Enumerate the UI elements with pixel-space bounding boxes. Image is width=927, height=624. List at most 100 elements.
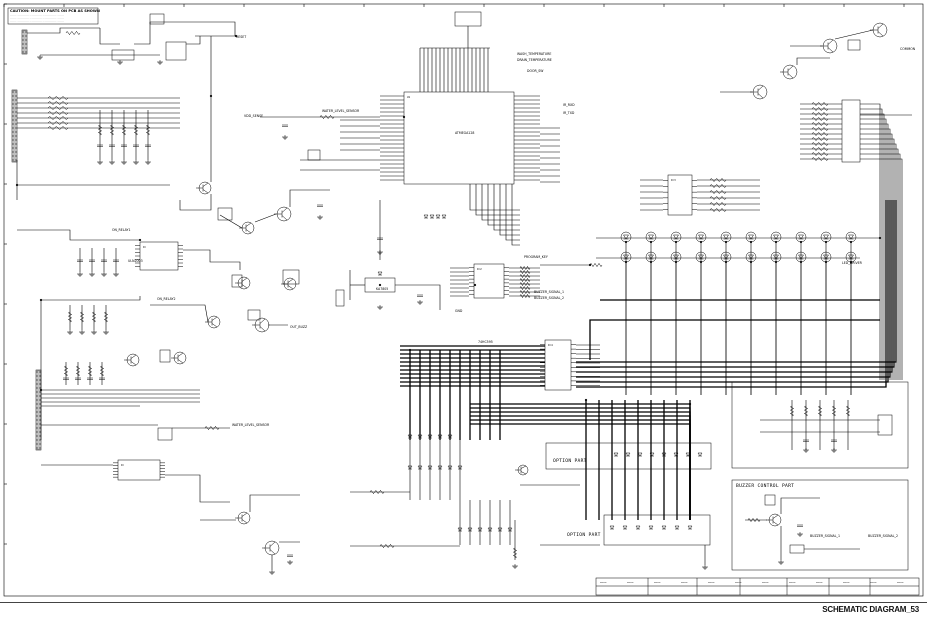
junction-dot — [649, 260, 653, 264]
connector-pin — [36, 434, 41, 438]
transistor-icon — [202, 182, 209, 187]
right-drive — [834, 29, 874, 40]
transistor-icon — [245, 222, 252, 227]
diode-icon — [687, 525, 693, 530]
junction-dot — [674, 260, 678, 264]
resistor-icon — [145, 124, 151, 136]
junction-dot — [39, 298, 43, 302]
diode-icon — [674, 525, 680, 530]
junction-dot — [688, 402, 692, 406]
resistor-icon — [519, 265, 531, 271]
resistor-icon — [811, 132, 829, 136]
junction-dot — [724, 260, 728, 264]
label-gnd: GND — [455, 309, 463, 313]
footer-rule — [0, 602, 927, 603]
led-icon — [695, 231, 707, 243]
led-icon — [773, 254, 779, 260]
led-icon — [673, 234, 679, 240]
resistor-icon — [47, 96, 69, 100]
reset-wire — [99, 28, 120, 45]
junction-dot — [749, 260, 753, 264]
title-cell-text: xxxxxx — [897, 582, 904, 584]
resistor-icon — [811, 102, 829, 106]
label-relay2: ON_RELAY2 — [157, 297, 175, 301]
right-riser — [860, 133, 893, 380]
label-water-level-2: WATER_LEVEL_SENSOR — [232, 423, 270, 427]
label-common: COMMON — [900, 47, 916, 51]
right-riser — [860, 103, 881, 380]
resistor-icon — [519, 269, 531, 275]
resistor-icon — [709, 202, 727, 206]
mcu-bottom-wire — [475, 184, 520, 216]
connector-pin — [22, 34, 27, 38]
cn-left-lower — [35, 369, 42, 451]
title-block — [595, 577, 920, 596]
connector-pin — [12, 122, 17, 126]
junction-dot — [209, 94, 213, 98]
footer-label: SCHEMATIC DIAGRAM_53 — [822, 605, 919, 614]
connector-pin — [12, 158, 17, 162]
junction-dot — [824, 260, 828, 264]
junction-dot — [138, 238, 142, 242]
diode-icon — [427, 465, 433, 470]
option-part-label-1: OPTION PART — [553, 458, 587, 464]
label-buzzer-2: BUZZER_SIGNAL_2 — [534, 296, 564, 300]
diode-icon — [457, 527, 463, 532]
led-icon — [623, 254, 629, 260]
connector-pin — [12, 142, 17, 146]
diode-icon — [417, 434, 423, 439]
transistor-icon — [877, 31, 884, 37]
junction-dot — [624, 240, 628, 244]
rail-bus — [576, 200, 893, 373]
resistor-icon — [109, 124, 115, 136]
right-riser — [860, 148, 899, 380]
connector-pin — [12, 118, 17, 122]
transistor-icon — [245, 229, 252, 234]
resistor-icon — [63, 365, 69, 377]
resistor-icon — [47, 116, 69, 120]
connector-pin — [36, 402, 41, 406]
diode-icon — [441, 214, 447, 219]
connector-pin — [12, 94, 17, 98]
led-icon — [648, 234, 654, 240]
resistor-icon — [803, 405, 809, 417]
title-cell-text: xxxxxx — [816, 582, 823, 584]
resistor-icon — [811, 122, 829, 126]
transistor-icon — [757, 93, 764, 99]
transistor-icon — [241, 512, 248, 517]
transistor-icon — [202, 189, 209, 194]
diode-icon — [457, 465, 463, 470]
connector-pin — [12, 90, 17, 94]
buzzer-icon — [789, 544, 805, 554]
comparator-wire — [165, 474, 230, 503]
note-box — [7, 7, 99, 25]
mcu-bottom-wire — [481, 184, 520, 221]
connector-pin — [36, 410, 41, 414]
resistor-icon — [519, 285, 531, 291]
relay-opto — [231, 274, 243, 288]
regulator-ic — [364, 277, 396, 293]
led-icon — [645, 231, 657, 243]
resistor-icon — [204, 425, 220, 431]
label-key-group: PROGRAM_KEY — [524, 255, 548, 259]
resistor-icon — [709, 184, 727, 188]
relay-wire — [17, 229, 140, 241]
connector-pin — [36, 378, 41, 382]
option-feed — [470, 411, 691, 520]
diode-icon — [435, 214, 441, 219]
diode-icon — [661, 525, 667, 530]
connector-pin — [12, 114, 17, 118]
relay-wire — [289, 189, 330, 207]
label-wash-temp: WASH_TEMPERATURE — [517, 52, 551, 56]
resistor-icon — [512, 547, 518, 559]
relay-opto — [217, 207, 233, 221]
resistor-icon — [831, 405, 837, 417]
diode-icon — [685, 452, 691, 457]
option-part-label-2: OPTION PART — [567, 532, 601, 538]
option-feed — [470, 423, 691, 520]
diode-icon — [467, 527, 473, 532]
diode-icon — [609, 525, 615, 530]
title-cell-text: xxxxxx — [843, 582, 850, 584]
right-riser — [860, 138, 895, 380]
